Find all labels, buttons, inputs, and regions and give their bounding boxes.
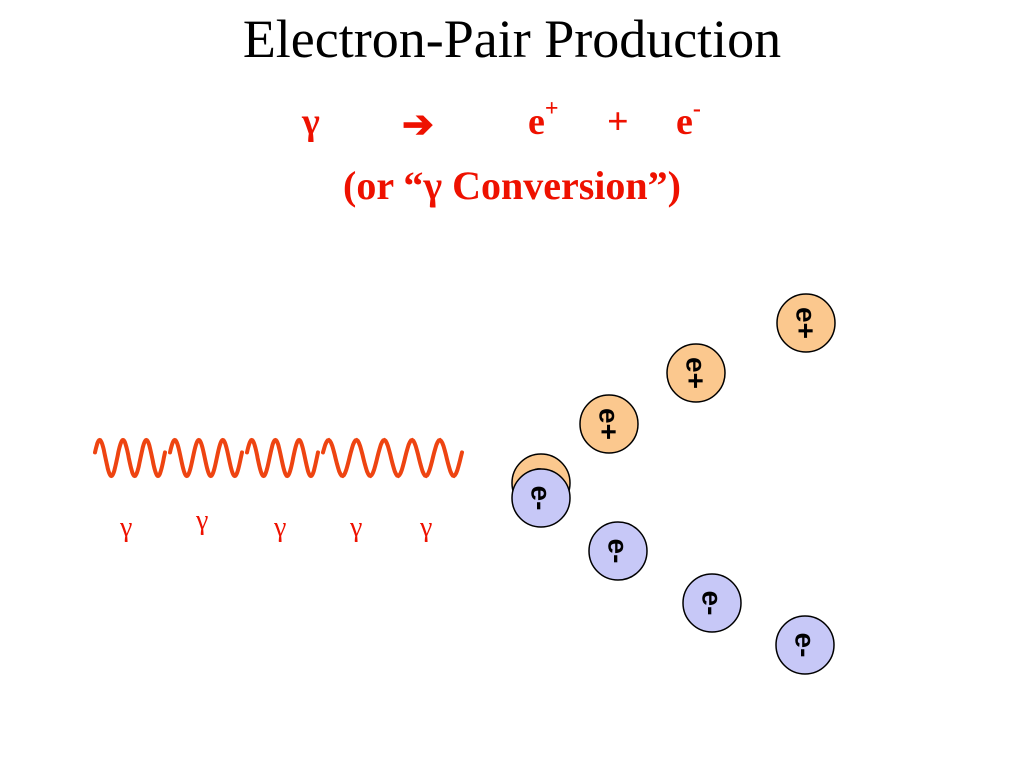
subtitle: (or “γ Conversion”) [343,163,681,208]
page-title: Electron-Pair Production [242,9,782,69]
equation-electron-charge: - [692,96,701,123]
equation-positron-charge: + [544,96,559,123]
positron-label: e+ [681,357,712,389]
electron-label: e- [526,486,557,511]
positron-circle [579,394,639,454]
equation-positron: e+ [528,96,559,144]
electron-circle [682,573,742,633]
electron: e- [588,521,648,581]
positron-label: e+ [594,408,625,440]
electron-circle [588,521,648,581]
electron-label: e- [790,633,821,658]
electron-label: e- [697,591,728,616]
equation-electron-symbol: e [676,101,693,143]
positron: e+ [776,293,836,353]
photon-wave-segment [168,437,244,479]
photon-label: γ [350,512,363,543]
electron-label: e- [603,539,634,564]
photon-wave-train [93,437,464,479]
electron-circle [775,615,835,675]
electron: e- [511,468,571,528]
positron-circle [666,343,726,403]
equation-arrow-icon: ➔ [402,104,434,146]
photon-wave-segment [245,437,320,479]
positron-label: e+ [791,307,822,339]
equation-positron-symbol: e [528,101,545,143]
photon-wave-segment [321,437,464,479]
positron: e+ [666,343,726,403]
photon-label: γ [420,512,433,543]
particle-group: e+e+e+e+e-e-e-e- [511,293,836,675]
electron-circle [511,468,571,528]
equation-electron: e- [676,96,701,144]
photon-wave-segment [93,437,167,479]
positron: e+ [579,394,639,454]
photon-label: γ [196,505,209,536]
equation-gamma: γ [302,101,320,143]
positron-circle [776,293,836,353]
photon-label: γ [120,512,133,543]
electron: e- [775,615,835,675]
photon-label: γ [274,512,287,543]
equation-plus: + [607,101,629,143]
electron: e- [682,573,742,633]
